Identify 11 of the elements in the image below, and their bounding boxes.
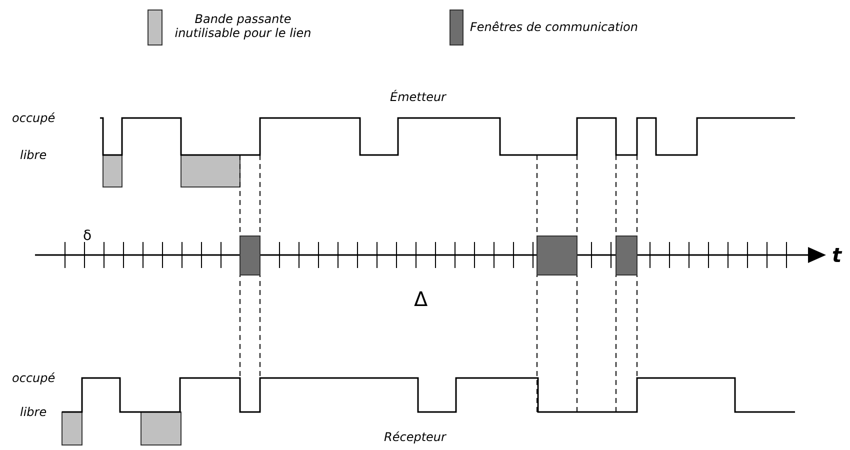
signal-title: Récepteur [384, 430, 446, 444]
state-label: libre [20, 405, 47, 419]
state-label: occupé [12, 371, 56, 385]
legend-label: Fenêtres de communication [470, 20, 638, 34]
signal-title: Émetteur [390, 90, 446, 104]
legend-label: Bande passante inutilisable pour le lien [174, 12, 312, 40]
axis-label: t [832, 244, 842, 266]
tick-spacing-label: δ [83, 229, 92, 243]
state-label: libre [20, 148, 47, 162]
state-label: occupé [12, 111, 56, 125]
interval-label: Δ [414, 288, 428, 310]
